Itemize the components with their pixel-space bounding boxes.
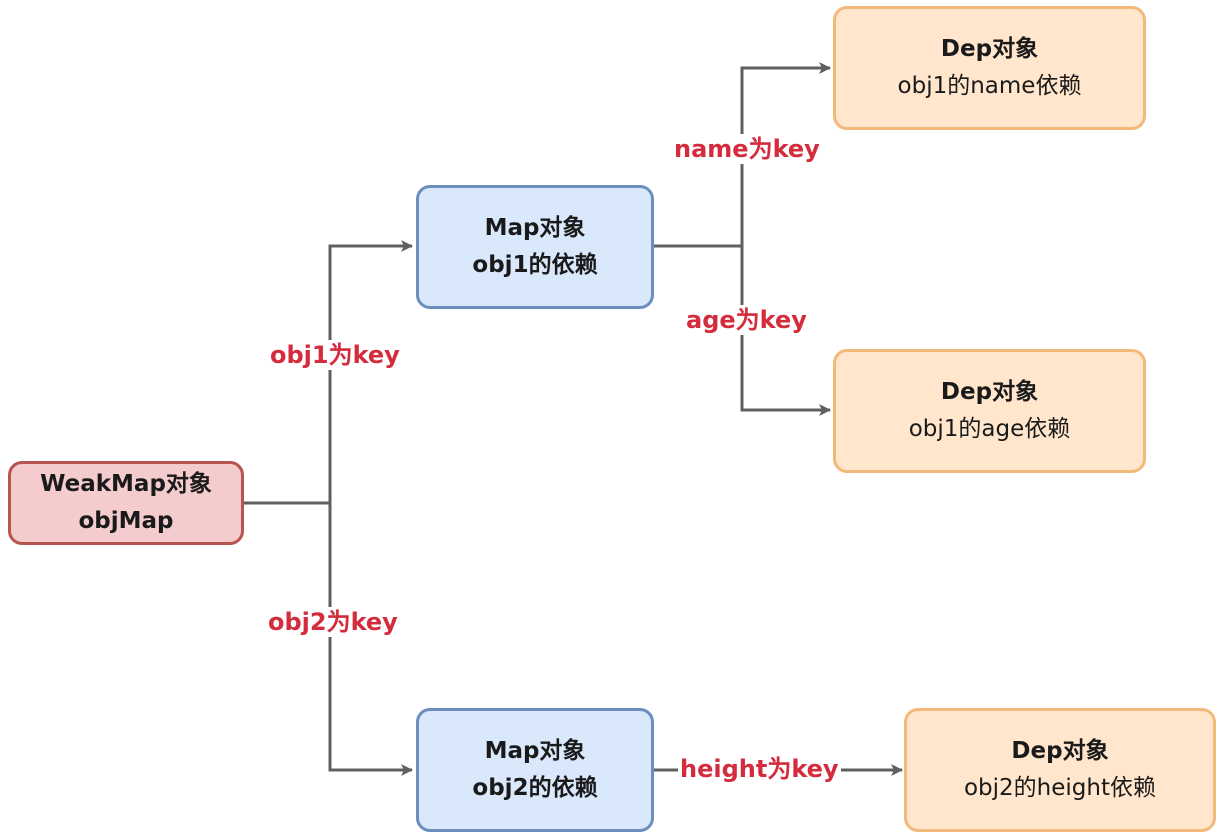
dep-obj2-height-node: Dep对象 obj2的height依赖	[904, 708, 1216, 832]
weakmap-node-name: objMap	[78, 508, 174, 534]
edge-label-name-key: name为key	[672, 134, 822, 164]
dep-obj1-name-title: Dep对象	[940, 36, 1039, 63]
edge-label-obj1-key: obj1为key	[268, 340, 402, 370]
dep-obj1-name-node: Dep对象 obj1的name依赖	[833, 6, 1146, 130]
weakmap-node: WeakMap对象 objMap	[8, 461, 244, 545]
dep-obj2-height-desc: obj2的height依赖	[963, 775, 1156, 801]
weakmap-node-title: WeakMap对象	[40, 471, 212, 498]
dep-obj1-age-title: Dep对象	[940, 379, 1039, 406]
dep-obj2-height-title: Dep对象	[1011, 738, 1109, 765]
edge-label-obj2-key: obj2为key	[266, 607, 400, 637]
map-obj1-node: Map对象 obj1的依赖	[416, 185, 654, 309]
map-obj2-node-title: Map对象	[484, 738, 586, 765]
edge-label-height-key: height为key	[678, 754, 841, 784]
map-obj2-node: Map对象 obj2的依赖	[416, 708, 654, 832]
edge-weakmap-to-map-obj1	[244, 240, 413, 505]
map-obj2-node-desc: obj2的依赖	[472, 775, 598, 801]
dep-obj1-name-desc: obj1的name依赖	[897, 73, 1082, 99]
dep-obj1-age-node: Dep对象 obj1的age依赖	[833, 349, 1146, 473]
map-obj1-node-title: Map对象	[484, 215, 586, 242]
map-obj1-node-desc: obj1的依赖	[472, 252, 598, 278]
edge-label-age-key: age为key	[684, 305, 809, 335]
dep-obj1-age-desc: obj1的age依赖	[908, 416, 1071, 442]
